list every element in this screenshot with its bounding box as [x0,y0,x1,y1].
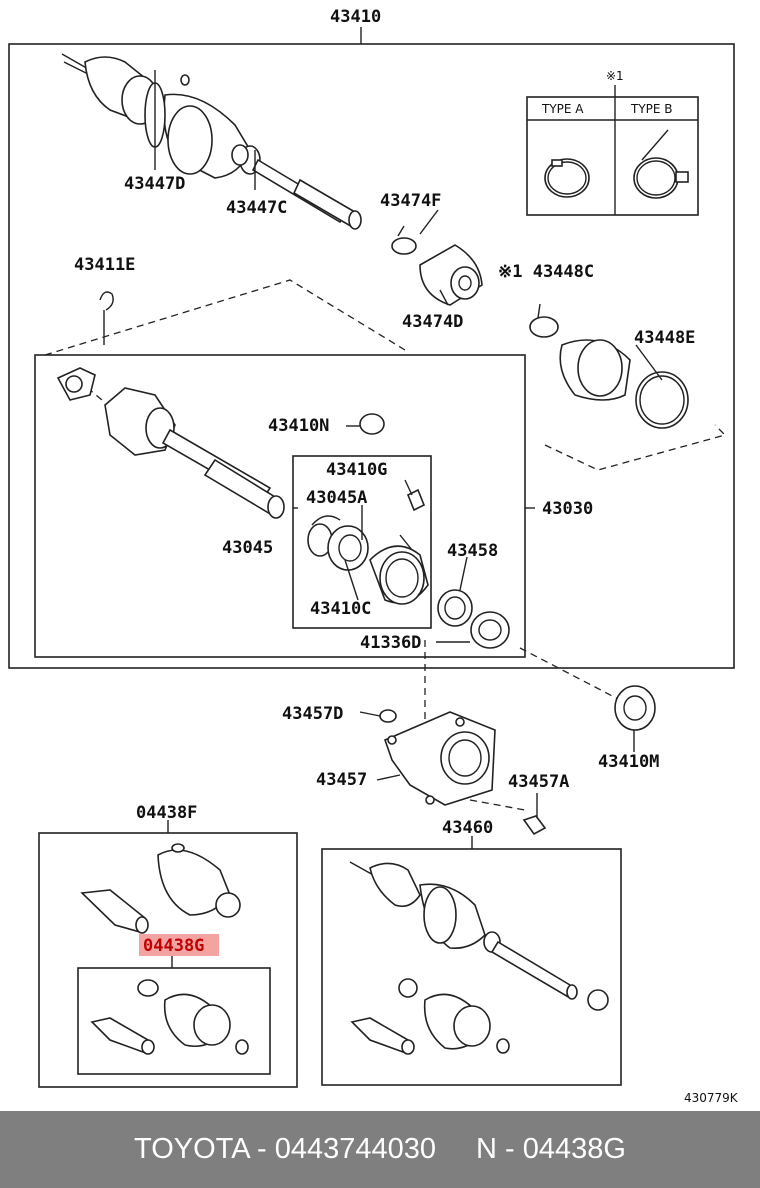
part-number-footer: TOYOTA - 0443744030 N - 04438G [0,1111,760,1188]
bearing-43045 [307,515,369,571]
label-43448E: 43448E [634,328,695,348]
note-mark: ※1 [606,69,624,83]
footer-reference: N - 04438G [476,1133,626,1165]
boot-43448E [559,339,689,429]
clip-43474F [391,225,417,255]
parts-diagram: ※1 TYPE A TYPE B [8,7,739,1105]
label-43474F: 43474F [380,191,441,211]
leader-lines [167,27,663,968]
label-43045A: 43045A [306,488,367,508]
label-43410N: 43410N [268,416,329,436]
snap-ring-43411E [99,291,114,345]
label-43447C: 43447C [226,198,287,218]
label-43457D: 43457D [282,704,343,724]
clamp-type-table: ※1 TYPE A TYPE B [526,69,699,216]
seal-43458 [437,589,473,627]
label-43457A: 43457A [508,772,569,792]
drive-shaft-assembly [61,53,362,230]
label-04438F: 04438F [136,803,197,823]
bolt-43457D [359,709,397,723]
label-43457: 43457 [316,770,367,790]
label-43410: 43410 [330,7,381,27]
type-a-label: TYPE A [541,102,584,116]
label-41336D: 41336D [360,633,421,653]
housing-43410C [369,534,429,605]
damper-43474D [419,244,483,306]
label-43447D: 43447D [124,174,185,194]
label-43410M: 43410M [598,752,659,772]
label-43474D: 43474D [402,312,463,332]
label-04438G: 04438G [143,936,204,956]
bolt-43457A [522,793,547,836]
type-b-clamp-icon [633,129,689,199]
label-43045: 43045 [222,538,273,558]
seal-43410M [614,685,656,731]
label-43410G: 43410G [326,460,387,480]
clamp-43448C [529,303,559,338]
type-b-label: TYPE B [630,102,673,116]
inner-joint-frame [34,354,526,658]
label-43030: 43030 [542,499,593,519]
bearing-subframe [292,455,432,629]
label-43411E: 43411E [74,255,135,275]
label-43458: 43458 [447,541,498,561]
inner-joint-shaft [56,367,285,519]
label-43460: 43460 [442,818,493,838]
type-a-clamp-icon [544,158,590,198]
assembly-43460-parts [349,861,609,1055]
label-43448C: ※1 43448C [498,262,594,282]
assembly-frame-43460 [321,848,622,1086]
highlight-04438G [139,934,219,956]
footer-part-number: TOYOTA - 0443744030 [134,1133,437,1165]
bracket-43457 [383,711,496,806]
main-frame [8,43,735,669]
reference-code: 430779K [684,1091,739,1105]
ring-43410N [359,413,385,435]
kit-frame-04438G [77,967,271,1075]
seal-41336D [470,611,510,649]
label-43410C: 43410C [310,599,371,619]
kit-04438F-parts [80,843,249,1055]
